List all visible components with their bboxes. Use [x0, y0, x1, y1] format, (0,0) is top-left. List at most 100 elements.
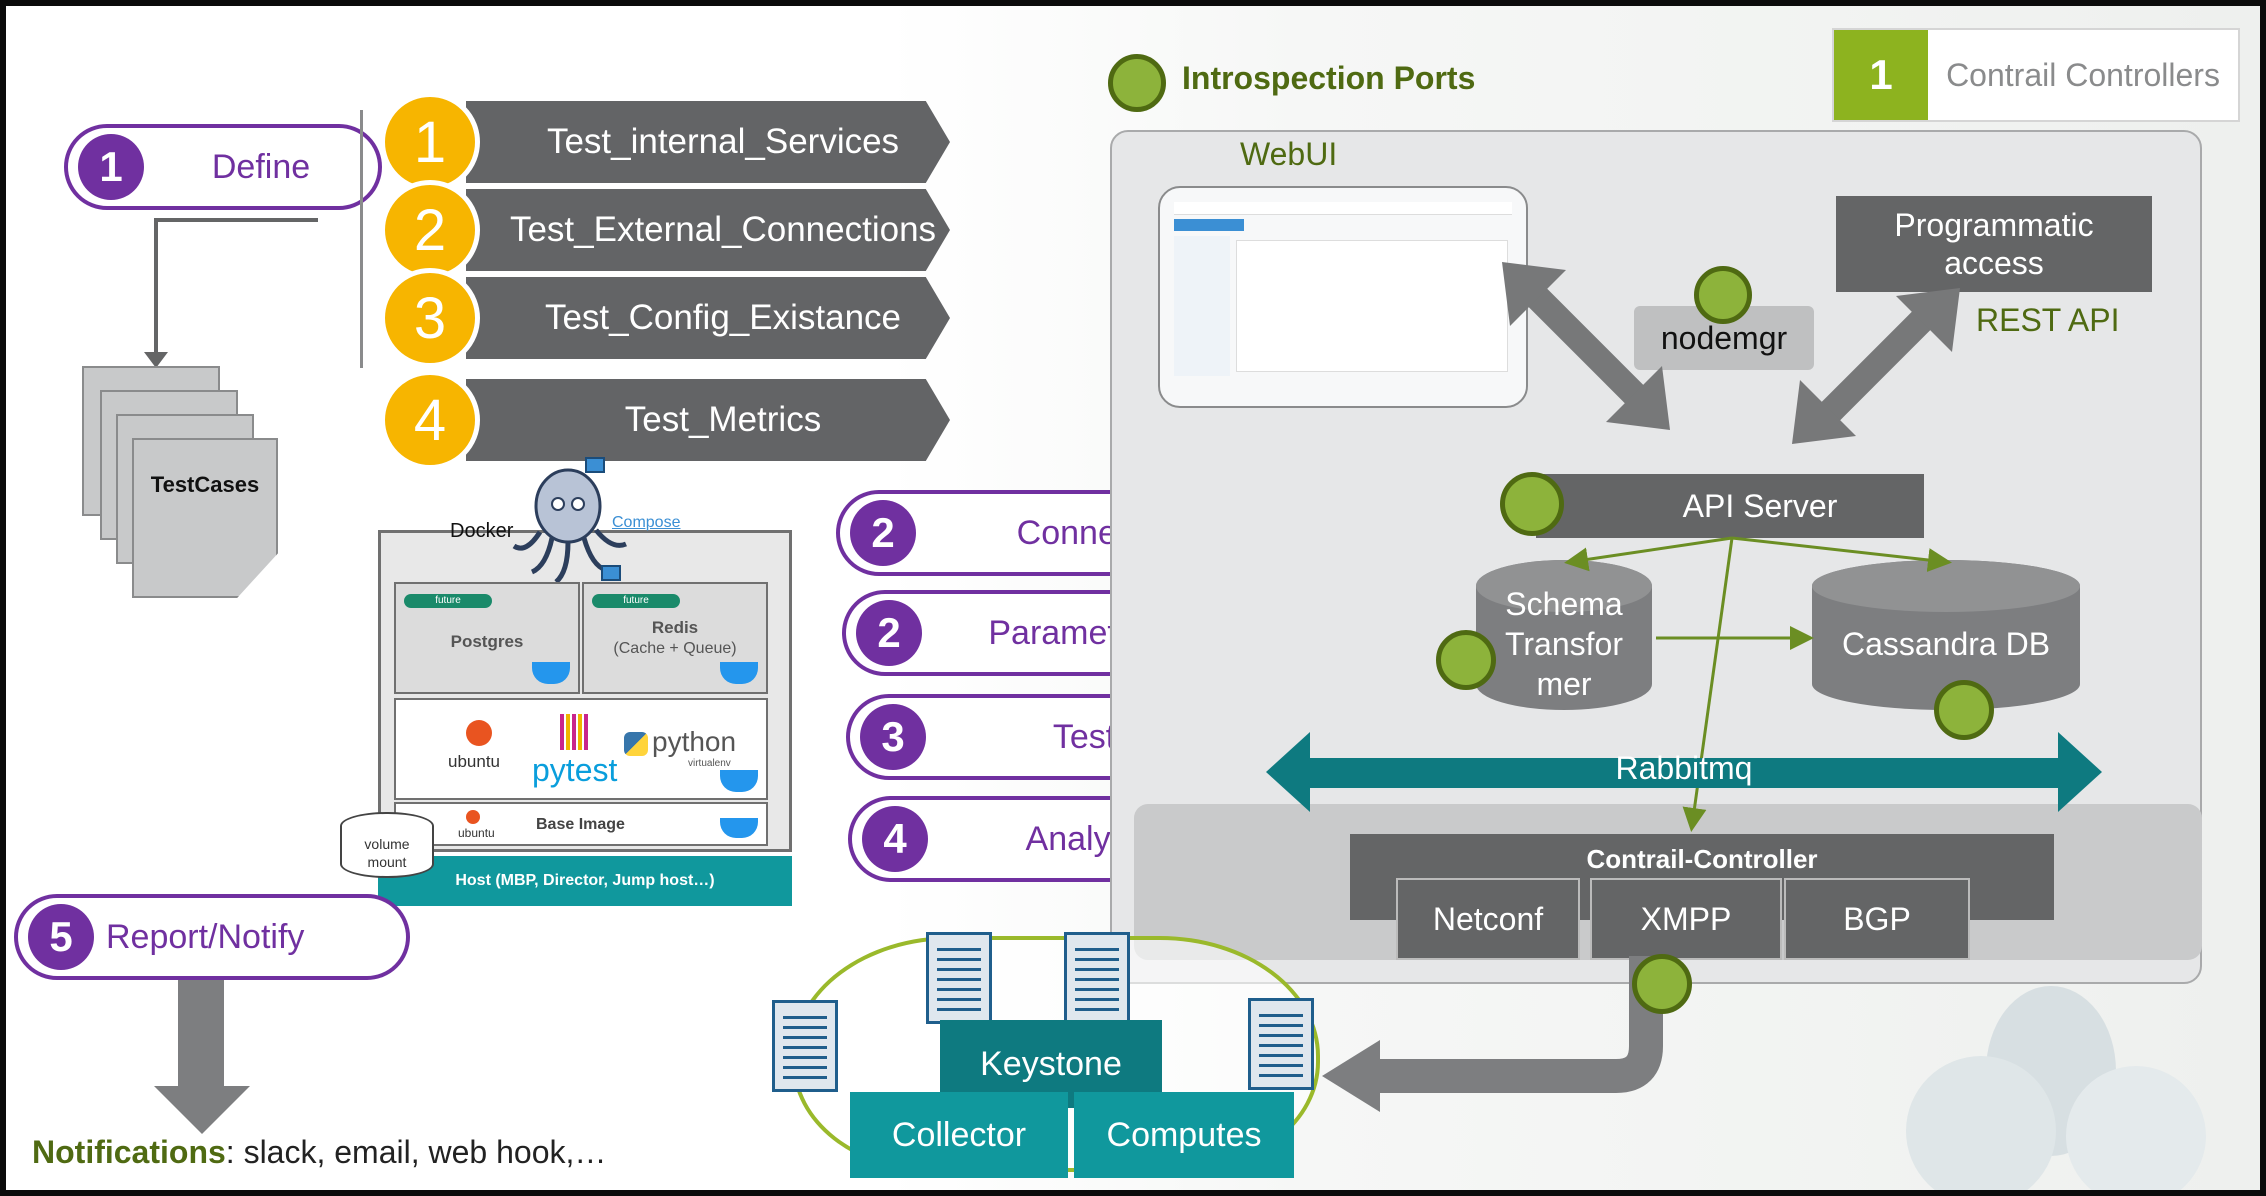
- server-rack-icon: [1064, 932, 1130, 1024]
- pytest-icon: [560, 714, 590, 750]
- compose-label: Compose: [612, 514, 681, 531]
- base-image-container: ubuntu Base Image: [394, 802, 768, 846]
- webui-toolbar: [1174, 219, 1244, 231]
- programmatic-access-box: Programmatic access: [1836, 196, 2152, 292]
- nodemgr-port-icon: [1694, 266, 1752, 324]
- volume-label: volume: [364, 836, 410, 852]
- postgres-container: future Postgres: [394, 582, 580, 694]
- step-report-notify: 5 Report/Notify: [14, 894, 410, 980]
- legend-label: Contrail Controllers: [1946, 56, 2220, 93]
- introspection-port-icon: [1108, 54, 1166, 112]
- xmpp-port-icon: [1632, 954, 1692, 1014]
- step-label: Test: [1052, 717, 1116, 756]
- collector-label: Collector: [891, 1115, 1027, 1154]
- footer-line: [6, 1192, 2266, 1196]
- xmpp-box: XMPP: [1590, 878, 1782, 960]
- connector-line: [154, 218, 318, 222]
- test-banner-3: Test_Config_Existance: [466, 277, 950, 359]
- schema-transformer-db: Schema Transfor mer: [1476, 560, 1652, 710]
- schema-line1: Schema: [1505, 586, 1623, 622]
- pytest-label: pytest: [532, 752, 618, 788]
- host-bar: Host (MBP, Director, Jump host…): [378, 856, 792, 906]
- host-label: Host (MBP, Director, Jump host…): [455, 872, 715, 889]
- cassandra-label: Cassandra DB: [1841, 626, 2051, 662]
- runtime-container: ubuntu pytest python virtualenv: [394, 698, 768, 800]
- ubuntu-icon: [466, 810, 480, 824]
- test-label: Test_Metrics: [624, 400, 822, 439]
- testcases-label: TestCases: [150, 472, 260, 497]
- divider-line: [360, 110, 363, 368]
- postgres-label: Postgres: [450, 632, 524, 651]
- petal: [1906, 1056, 2056, 1190]
- test-label: Test_internal_Services: [546, 122, 900, 161]
- api-server-box: API Server: [1536, 474, 1924, 538]
- api-server-label: API Server: [1682, 487, 1838, 524]
- netconf-box: Netconf: [1396, 878, 1580, 960]
- legend: 1 Contrail Controllers: [1832, 28, 2240, 122]
- webui-content: [1236, 240, 1508, 372]
- step-label: Report/Notify: [106, 917, 305, 956]
- server-rack-icon: [772, 1000, 838, 1092]
- down-arrow-head: [154, 1086, 250, 1134]
- test-label: Test_Config_Existance: [544, 298, 902, 337]
- bgp-box: BGP: [1784, 878, 1970, 960]
- connector-line: [154, 218, 158, 354]
- docker-whale-icon: [720, 818, 758, 838]
- notifications-title: Notifications: [32, 1134, 226, 1170]
- step-label: Define: [211, 147, 311, 186]
- mount-label: mount: [367, 854, 407, 870]
- webui-screenshot: [1158, 186, 1528, 408]
- decorative-flower: [1906, 986, 2206, 1190]
- test-number-4: 4: [380, 370, 480, 470]
- programmatic-line1: Programmatic: [1894, 207, 2094, 243]
- bgp-label: BGP: [1843, 900, 1911, 937]
- document-icon: [132, 438, 278, 598]
- arrow-head: [144, 352, 168, 368]
- ubuntu-icon: [466, 720, 492, 746]
- test-number-2: 2: [380, 180, 480, 280]
- schema-line3: mer: [1536, 666, 1592, 702]
- test-banner-4: Test_Metrics: [466, 379, 950, 461]
- rabbitmq-arrow: [1266, 732, 2102, 812]
- server-rack-icon: [1248, 998, 1314, 1090]
- programmatic-line2: access: [1944, 245, 2044, 281]
- test-number-1: 1: [380, 92, 480, 192]
- rest-api-label: REST API: [1976, 302, 2120, 338]
- python-sublabel: virtualenv: [688, 758, 731, 769]
- volume-mount-icon: volume mount: [340, 812, 434, 878]
- test-banner-2: Test_External_Connections: [466, 189, 950, 271]
- webui-header: [1174, 202, 1512, 215]
- docker-whale-icon: [720, 662, 758, 684]
- step-number: 2: [850, 500, 916, 566]
- server-rack-icon: [926, 932, 992, 1024]
- petal: [2066, 1066, 2206, 1190]
- webui-sidebar: [1174, 236, 1230, 376]
- test-number-3: 3: [380, 268, 480, 368]
- notifications-channels: : slack, email, web hook,…: [225, 1134, 607, 1170]
- schema-port-icon: [1436, 630, 1496, 690]
- xmpp-return-arrow: [1322, 956, 1663, 1112]
- test-banner-1: Test_internal_Services: [466, 101, 950, 183]
- step-number: 2: [856, 600, 922, 666]
- docker-whale-icon: [720, 770, 758, 792]
- ubuntu-label: ubuntu: [458, 826, 495, 840]
- api-server-port-icon: [1500, 472, 1564, 536]
- xmpp-label: XMPP: [1640, 900, 1732, 937]
- docker-label: Docker: [450, 520, 514, 542]
- python-icon: [624, 732, 648, 756]
- controller-label: Contrail-Controller: [1586, 844, 1818, 874]
- keystone-label: Keystone: [980, 1044, 1122, 1083]
- webui-label: WebUI: [1240, 136, 1338, 172]
- computes-label: Computes: [1106, 1115, 1262, 1154]
- introspection-label: Introspection Ports: [1182, 60, 1476, 96]
- redis-container: future Redis (Cache + Queue): [582, 582, 768, 694]
- ubuntu-label: ubuntu: [448, 752, 500, 771]
- notifications-text: Notifications: slack, email, web hook,…: [32, 1134, 606, 1171]
- schema-label: Schema Transfor mer: [1476, 584, 1652, 704]
- future-tag: future: [592, 594, 680, 608]
- cassandra-port-icon: [1934, 680, 1994, 740]
- nodemgr-label: nodemgr: [1660, 319, 1788, 356]
- step-number: 4: [862, 806, 928, 872]
- docker-compose-icon: [512, 457, 627, 584]
